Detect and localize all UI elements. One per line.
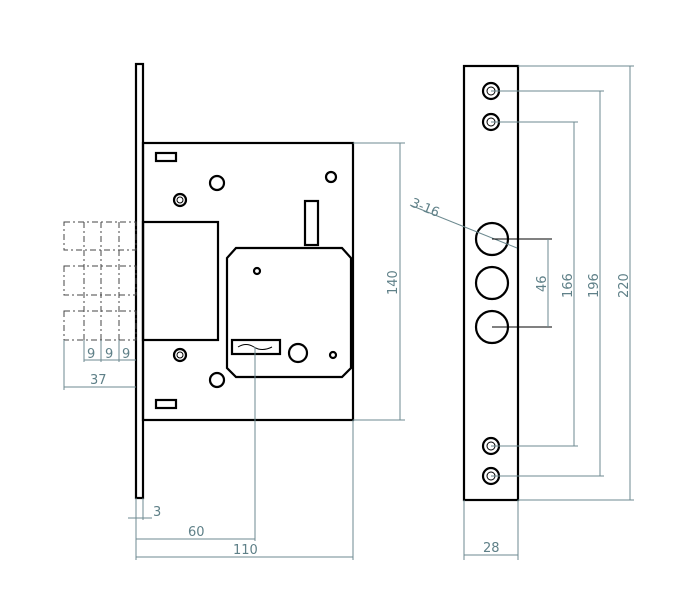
- hole: [287, 342, 309, 364]
- dim-28: 28: [483, 541, 500, 556]
- hole: [208, 174, 226, 192]
- bolt-throw-outline: [63, 221, 137, 341]
- dim-3: 3: [153, 505, 161, 520]
- hole: [328, 350, 338, 360]
- dim-46: 46: [535, 275, 550, 292]
- faceplate-front: [462, 64, 520, 502]
- cylinder-hole: [474, 265, 510, 301]
- dim-9b: 9: [105, 347, 113, 362]
- keyhole-icon: [230, 338, 282, 356]
- lock-case: [141, 141, 355, 422]
- dim-220: 220: [617, 273, 632, 298]
- dim-9c: 9: [122, 347, 130, 362]
- hole: [252, 266, 262, 276]
- hole: [324, 170, 338, 184]
- slot-top: [154, 151, 178, 163]
- dim-196: 196: [587, 273, 602, 298]
- dim-37: 37: [90, 373, 107, 388]
- bolt: [141, 220, 220, 342]
- dim-110: 110: [233, 543, 258, 558]
- dimension-lines: [63, 142, 405, 560]
- side-view: 9 9 9 37 3 60 110 140: [63, 62, 405, 560]
- dim-140: 140: [386, 270, 401, 295]
- dim-166: 166: [561, 273, 576, 298]
- latch-slot: [303, 199, 320, 247]
- dim-9a: 9: [87, 347, 95, 362]
- front-view: 3-16 46 166 196 220 28: [409, 64, 634, 560]
- slot-bottom: [154, 398, 178, 410]
- hole: [208, 371, 226, 389]
- dim-60: 60: [188, 525, 205, 540]
- screw-icon: [172, 347, 188, 363]
- screw-icon: [172, 192, 188, 208]
- dimension-lines-front: [409, 65, 634, 560]
- cylinder-plate: [225, 246, 353, 379]
- dim-3-16: 3-16: [409, 196, 442, 221]
